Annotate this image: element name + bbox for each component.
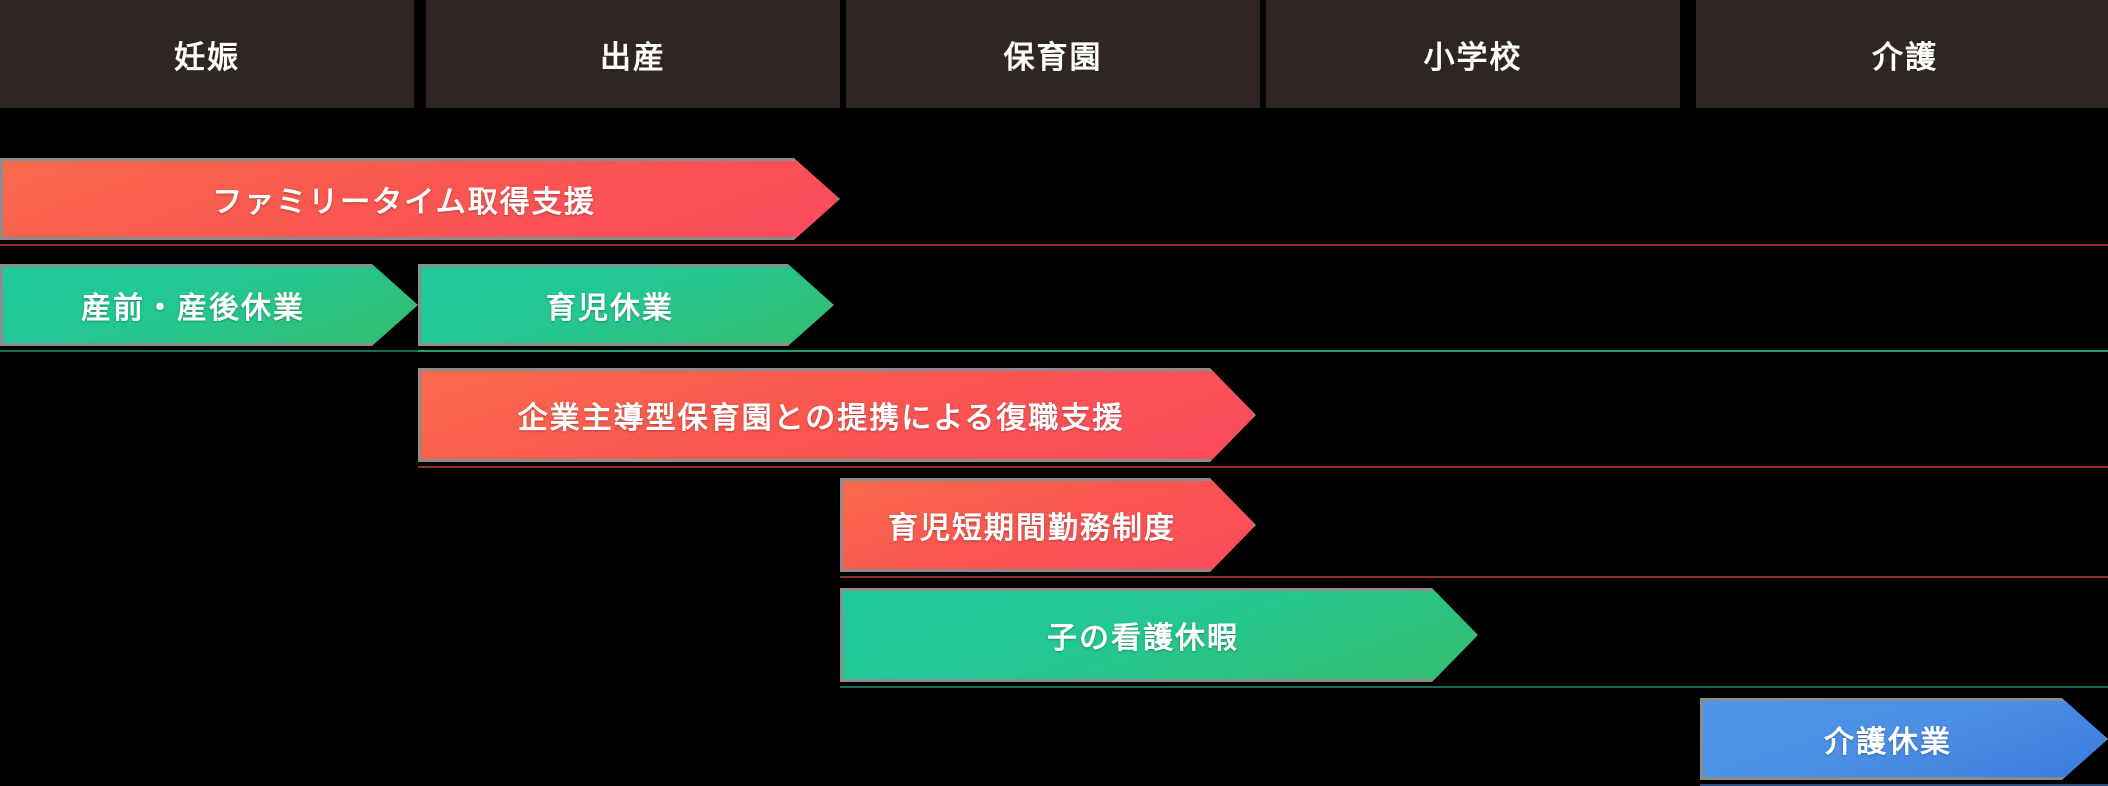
timeline-stage-label: 保育園	[1003, 39, 1103, 76]
timeline-stage-label: 妊娠	[174, 39, 240, 76]
timeline-bar[interactable]: 子の看護休暇	[840, 588, 1478, 682]
timeline-bar[interactable]: 企業主導型保育園との提携による復職支援	[418, 368, 1256, 462]
timeline-stage-label: 小学校	[1423, 39, 1523, 76]
timeline-bar-label: 育児休業	[546, 291, 674, 326]
timeline-stage-header[interactable]: 介護	[1696, 0, 2108, 108]
timeline-bar-label: ファミリータイム取得支援	[212, 185, 596, 220]
timeline-bar[interactable]: ファミリータイム取得支援	[0, 158, 840, 240]
timeline-stage-label: 介護	[1872, 39, 1938, 76]
timeline-bar-reflection	[418, 350, 2108, 352]
timeline-bar-label: 介護休業	[1824, 725, 1952, 760]
timeline-bar-reflection	[840, 686, 2108, 688]
timeline-bar[interactable]: 産前・産後休業	[0, 264, 418, 346]
timeline-stage-header[interactable]: 出産	[426, 0, 840, 108]
timeline-stage-label: 出産	[600, 39, 666, 76]
timeline-bar-reflection	[418, 466, 2108, 468]
timeline-bar-reflection	[0, 244, 2108, 246]
timeline-bar[interactable]: 介護休業	[1700, 698, 2108, 780]
timeline-bar-reflection	[840, 576, 2108, 578]
timeline-bar-label: 産前・産後休業	[81, 291, 305, 326]
timeline-bar[interactable]: 育児短期間勤務制度	[840, 478, 1256, 572]
timeline-bar-label: 育児短期間勤務制度	[888, 511, 1176, 546]
timeline-stage-header[interactable]: 保育園	[846, 0, 1260, 108]
timeline-stage-header[interactable]: 妊娠	[0, 0, 414, 108]
timeline-bar[interactable]: 育児休業	[418, 264, 834, 346]
timeline-bar-label: 企業主導型保育園との提携による復職支援	[517, 401, 1125, 436]
timeline-stage-header[interactable]: 小学校	[1266, 0, 1680, 108]
timeline-header: 妊娠 出産 保育園 小学校 介護	[0, 0, 2108, 108]
timeline-bar-label: 子の看護休暇	[1047, 621, 1239, 656]
